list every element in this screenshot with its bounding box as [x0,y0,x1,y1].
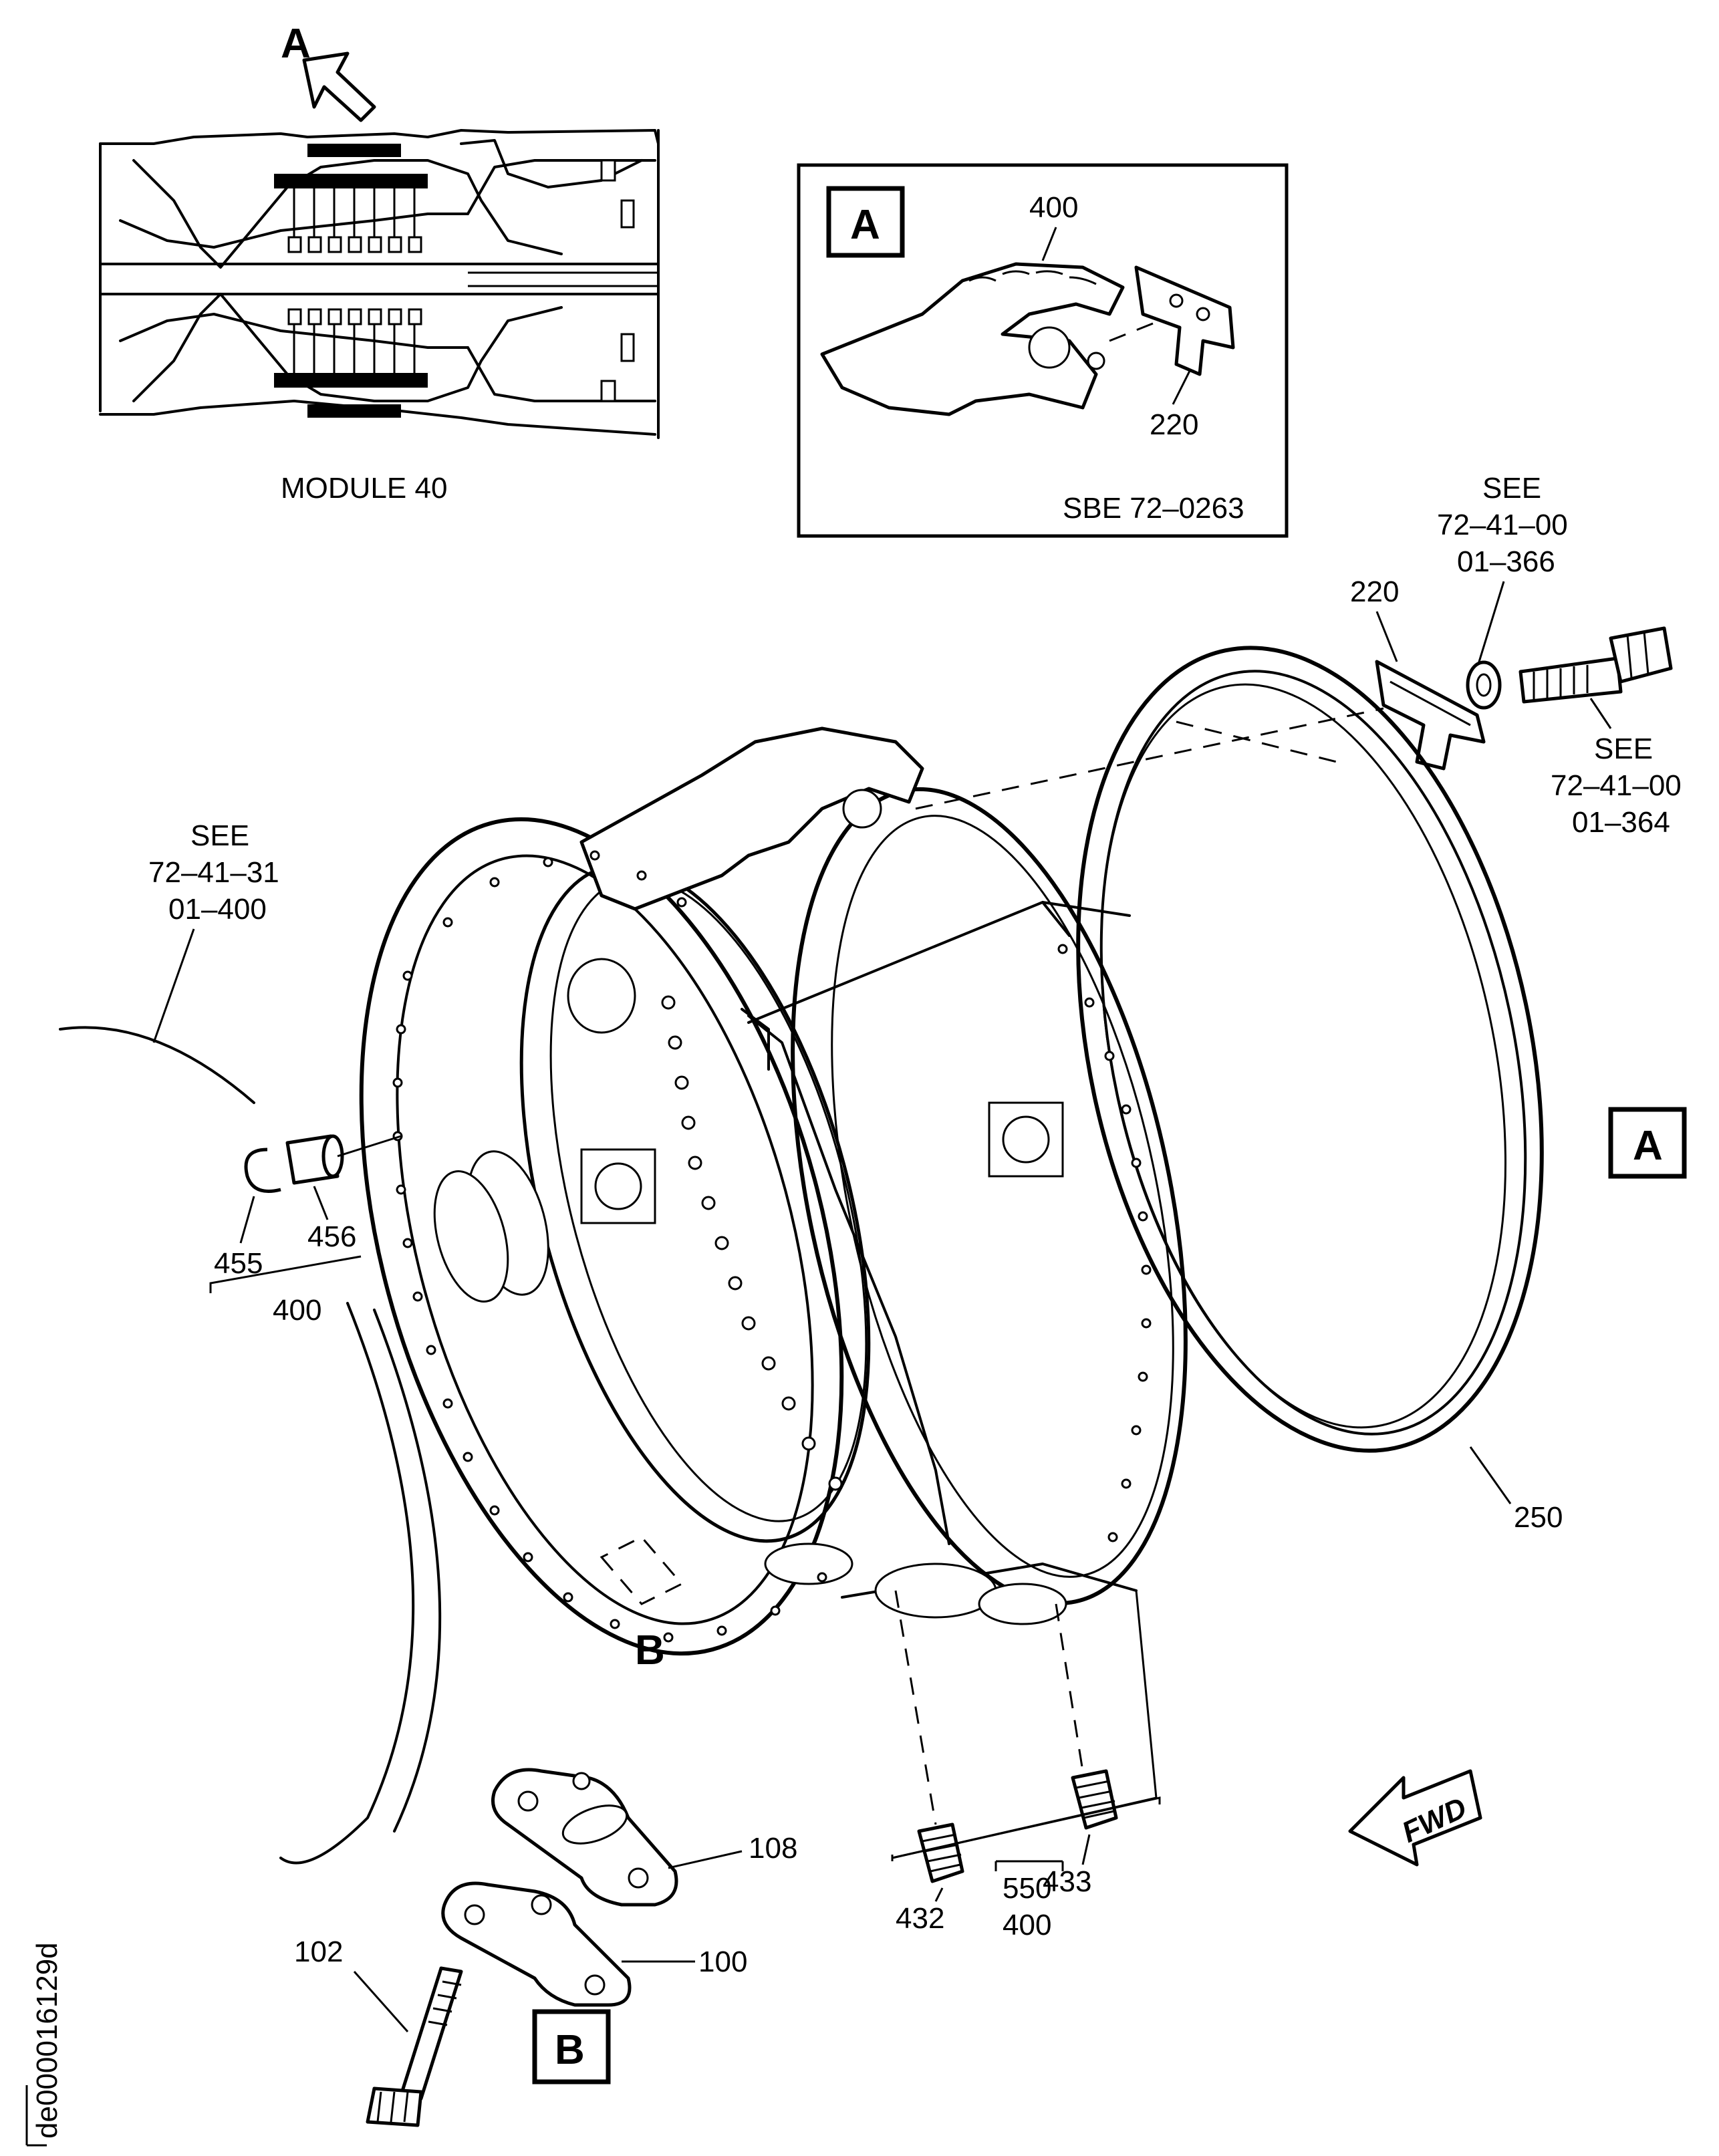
label-400-bottom: 400 [1003,1909,1051,1941]
detail-a-tag [826,186,905,258]
detail-b-parts: 108 100 102 [294,1768,797,2127]
bolt-part-102 [366,1966,463,2127]
label-250: 250 [1514,1501,1563,1534]
bracket-part-220-detail [1134,265,1235,376]
view-a-marker-letter: A [1633,1123,1663,1169]
see-top-line3: 01–366 [1457,545,1555,578]
flange-sector-part-400 [820,262,1125,416]
detail-a-panel: A 400 220 SBE 72–0263 [797,163,1289,538]
view-a-marker [1608,1107,1687,1179]
label-456: 456 [307,1220,356,1253]
label-108: 108 [749,1832,797,1865]
see-left-line2: 72–41–31 [148,856,279,889]
see-top-line1: SEE [1482,472,1541,505]
view-b-marker-letter: B [555,2027,585,2073]
label-433: 433 [1043,1865,1091,1898]
see-right-line2: 72–41–00 [1551,769,1682,802]
pin-part-456 [285,1134,344,1185]
upper-compressor-discs [119,139,656,269]
figure-id: de000016129d [31,1942,63,2139]
label-220: 220 [1350,575,1399,608]
view-b-label: B [635,1627,665,1673]
detail-a-sbe-note: SBE 72–0263 [1063,492,1244,525]
label-100: 100 [698,1945,747,1978]
ring-part-250 [1076,646,1544,1453]
plate-part-100 [441,1881,632,2007]
module-40-cross-section: A [99,21,660,505]
label-102: 102 [294,1935,343,1968]
lower-compressor-discs [119,293,656,418]
case-top-bracket [579,726,924,911]
see-top-line2: 72–41–00 [1437,509,1568,541]
adjacent-case-outline [59,1026,255,1104]
flange-bolt-holes [392,850,1152,1643]
insert-part-433 [1071,1769,1118,1830]
module-caption: MODULE 40 [281,472,447,505]
see-left-line1: SEE [190,819,249,852]
label-550: 550 [1003,1872,1051,1905]
forward-arrow-icon: FWD [1348,1769,1482,1867]
view-b-marker [532,2009,611,2084]
detail-a-letter: A [850,202,880,248]
detail-a-label-220: 220 [1150,408,1198,441]
detail-a-label-400: 400 [1029,191,1078,224]
retaining-ring-part-455 [244,1148,281,1193]
see-right-line3: 01–364 [1572,806,1670,839]
see-right-line1: SEE [1594,732,1653,765]
label-400-left: 400 [273,1294,321,1327]
label-432: 432 [896,1902,944,1935]
main-case-assembly [359,726,1188,1656]
bolt-right [1518,626,1673,704]
see-left-line3: 01–400 [168,893,267,926]
insert-part-432 [917,1823,964,1883]
view-direction-arrow-icon [302,51,376,122]
